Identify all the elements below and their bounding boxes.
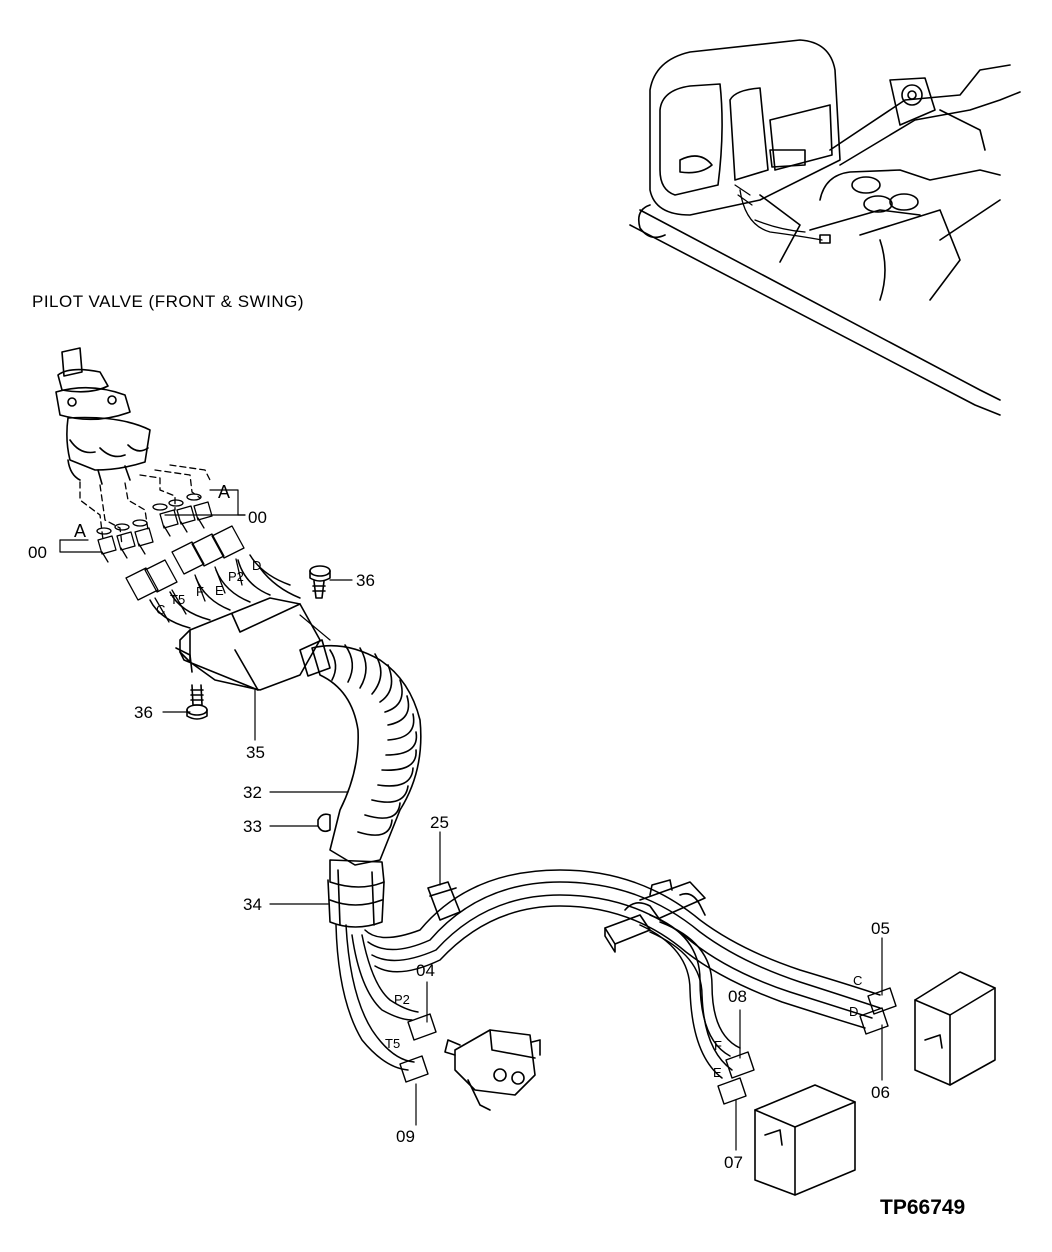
band-34 [327,859,385,928]
callout-05: 05 [871,919,890,938]
clamp-33 [317,813,331,833]
callout-32: 32 [243,783,262,802]
callout-07: 07 [724,1153,743,1172]
diagram-title: PILOT VALVE (FRONT & SWING) [32,292,305,311]
callout-34: 34 [243,895,262,914]
port-labels: D P2 F E T5 C P2 T5 C D F E [156,558,862,1080]
hoses-lower [335,869,881,1079]
pilot-valve [55,347,151,485]
port-labels-large: A A [74,482,230,541]
fittings [97,501,213,563]
hose-boot [175,597,321,691]
corrugated-hose [299,639,422,866]
port-label-t5-top: T5 [170,592,185,607]
port-label-f-top: F [196,584,204,599]
actuator-block-bottom [754,1084,856,1196]
port-label-e-bottom: E [713,1065,722,1080]
port-label-e-top: E [215,583,224,598]
callout-04: 04 [416,961,435,980]
o-rings [96,493,202,535]
hose-ends [125,525,245,623]
callout-00-left: 00 [28,543,47,562]
callout-09: 09 [396,1127,415,1146]
port-label-c-right: C [853,973,862,988]
assembly-leaders [79,464,211,546]
port-label-p2-top: P2 [228,569,244,584]
hoses-upper [149,554,301,629]
callout-33: 33 [243,817,262,836]
port-label-t5-bottom: T5 [385,1036,400,1051]
callout-36-left: 36 [134,703,153,722]
callout-labels: 00 00 36 36 35 32 33 34 25 04 09 05 06 0… [28,508,890,1172]
port-label-p2-bottom: P2 [394,992,410,1007]
callout-35: 35 [246,743,265,762]
port-label-a-left: A [74,521,86,541]
control-valve-swing [444,1029,541,1111]
callout-leaders [59,489,883,1151]
bolt-36-bottom [186,684,208,720]
port-label-a-right: A [218,482,230,502]
lower-hose-ends [399,987,897,1105]
port-label-f-bottom: F [714,1038,722,1053]
port-label-d-top: D [252,558,261,573]
callout-36-right: 36 [356,571,375,590]
hose-bracket [604,879,706,953]
clamp-25 [427,881,461,921]
port-label-c-top: C [156,602,165,617]
excavator-inset [629,39,1021,416]
bolt-36-top [309,565,331,599]
port-label-d-right: D [849,1004,858,1019]
callout-25: 25 [430,813,449,832]
callout-06: 06 [871,1083,890,1102]
actuator-block-right [914,971,996,1086]
figure-id: TP66749 [880,1196,966,1219]
callout-08: 08 [728,987,747,1006]
callout-00-right: 00 [248,508,267,527]
